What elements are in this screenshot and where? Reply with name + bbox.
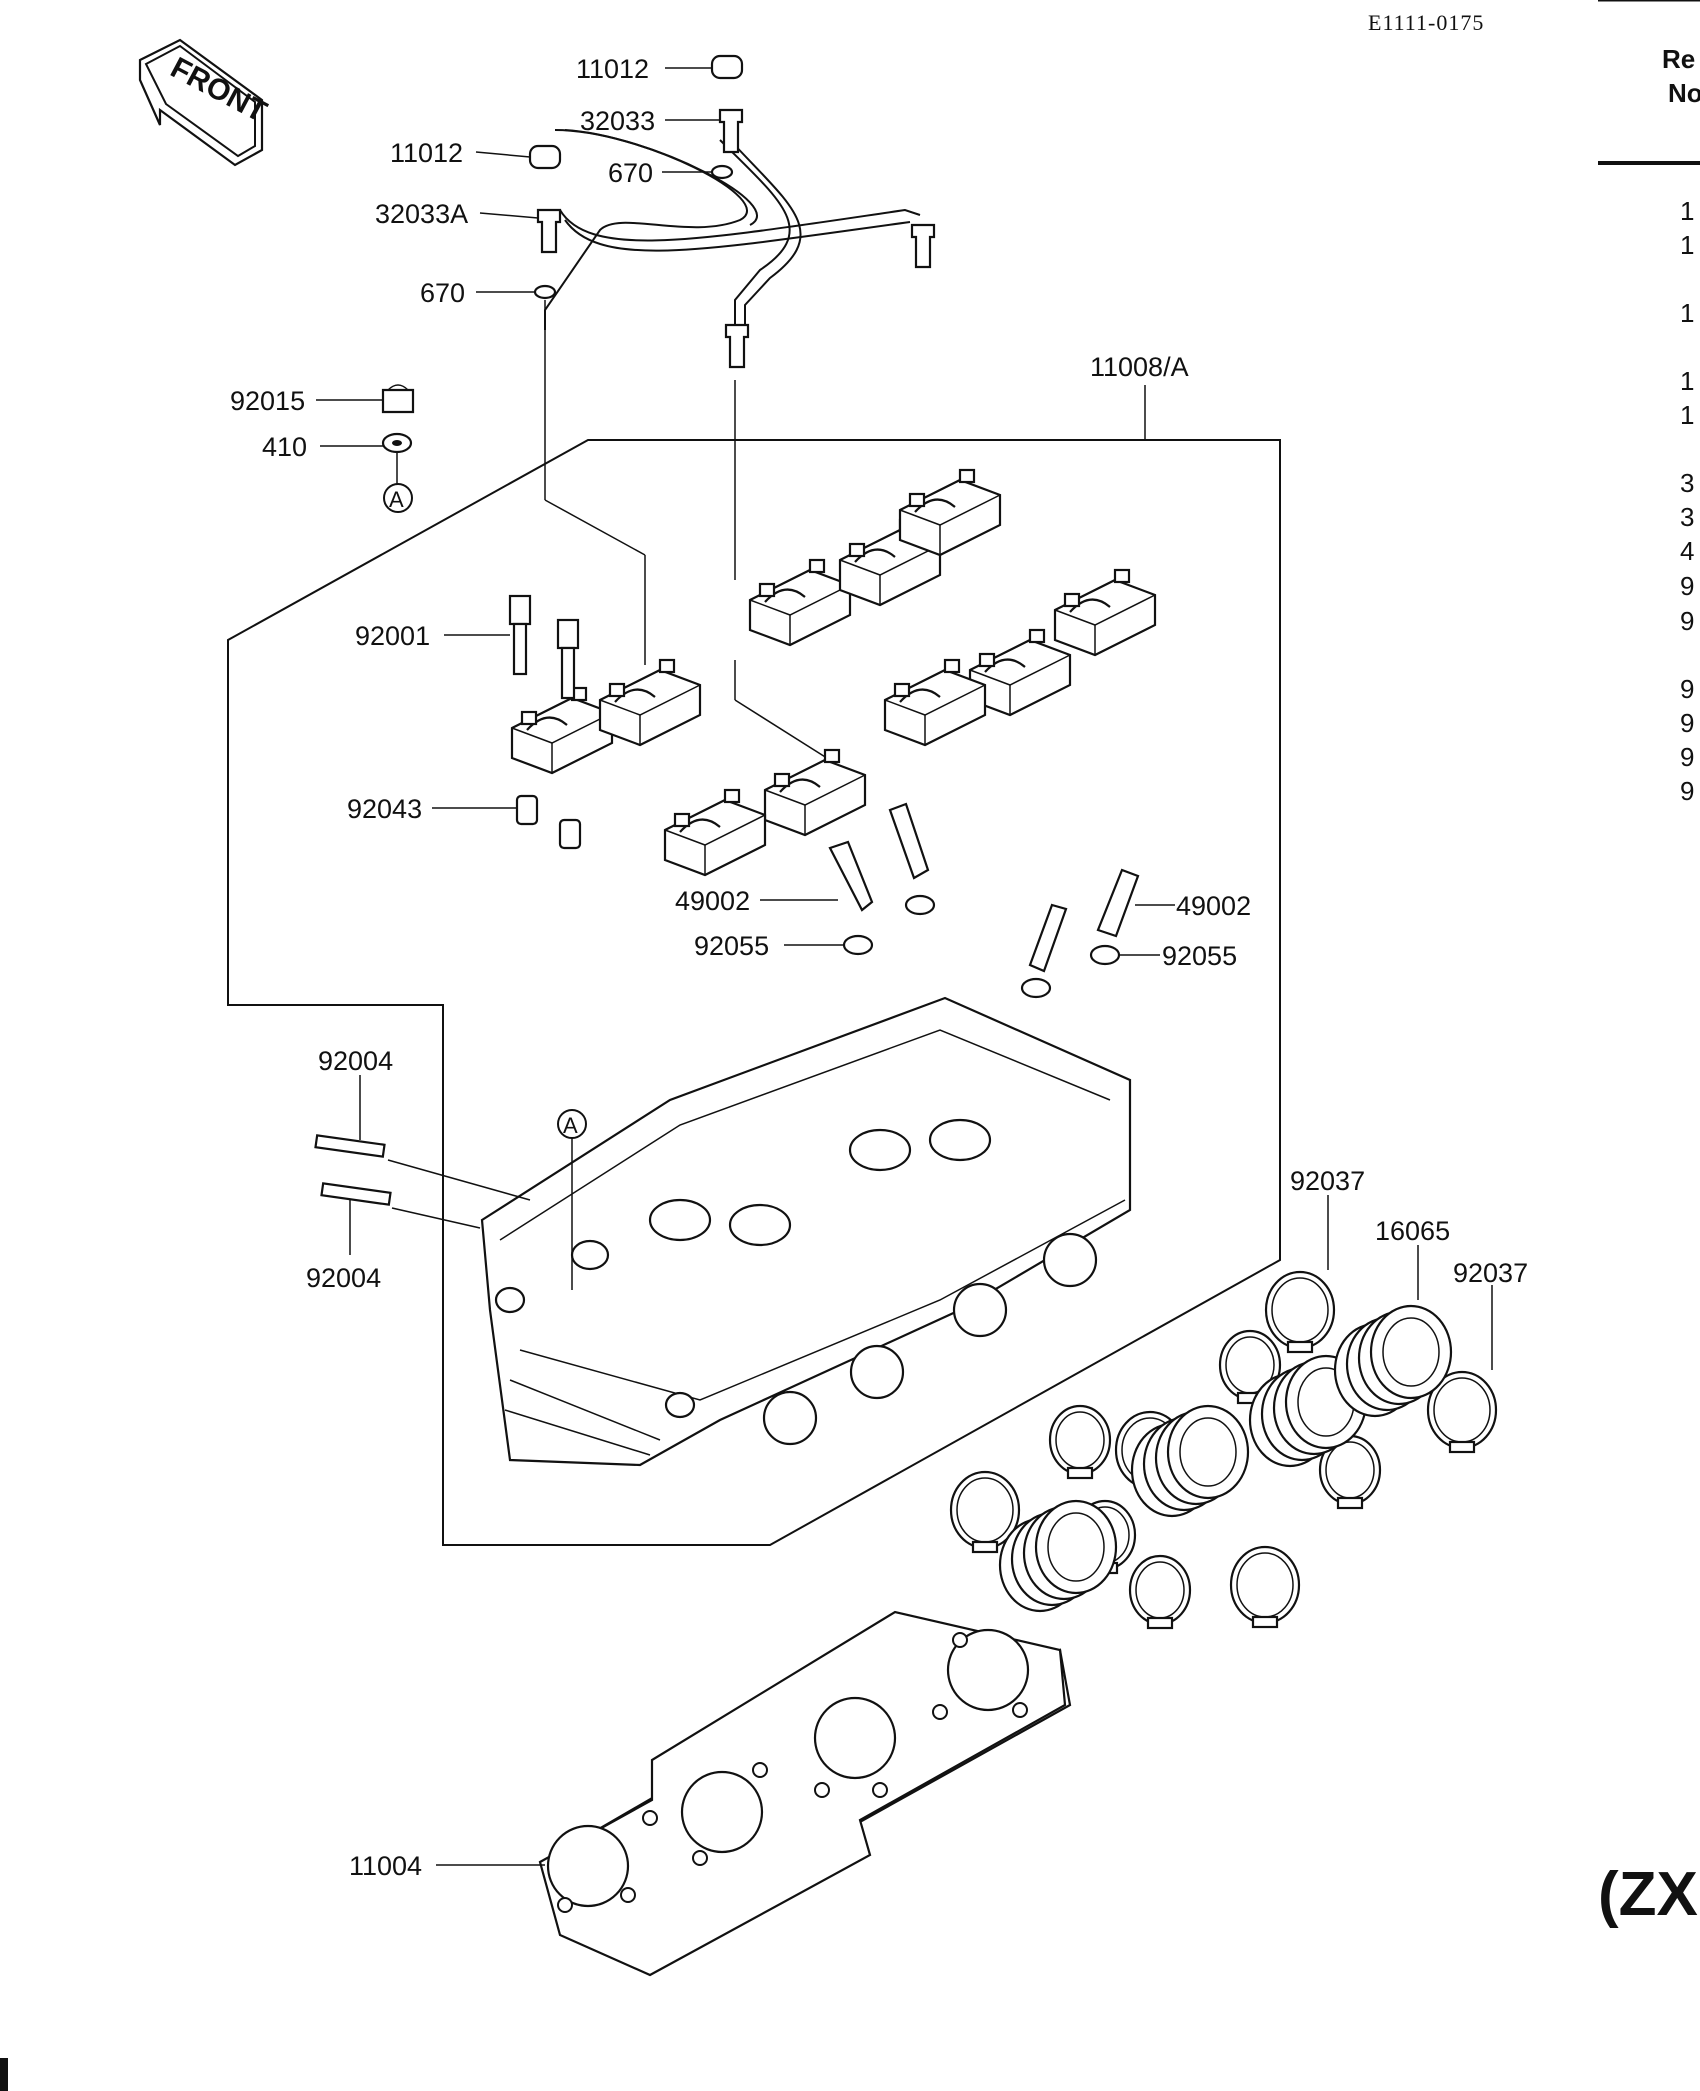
ref-number: 1 — [1680, 366, 1694, 396]
label-92001: 92001 — [355, 621, 430, 651]
clamp-band — [949, 1470, 1021, 1554]
cap-nut-92015 — [381, 384, 415, 414]
washer-670-top — [710, 164, 734, 180]
page-edge-mark — [0, 2058, 8, 2091]
label-92004-bottom: 92004 — [306, 1263, 381, 1293]
head-gasket-11004 — [538, 1610, 1072, 1977]
ref-number: 1 — [1680, 196, 1694, 226]
front-arrow-icon: FRONT — [138, 38, 272, 167]
dowel-pin-92043-a — [515, 794, 539, 826]
label-49002-right: 49002 — [1176, 891, 1251, 921]
label-32033: 32033 — [580, 106, 655, 136]
label-92043: 92043 — [347, 794, 422, 824]
oil-pipe-assembly — [536, 108, 936, 369]
ref-number: 9 — [1680, 776, 1694, 806]
clamp-band — [1048, 1404, 1112, 1480]
clamp-band — [1128, 1554, 1192, 1630]
label-670-top: 670 — [608, 158, 653, 188]
o-rings-92055 — [842, 894, 1121, 999]
carburetor-holder — [1333, 1304, 1453, 1418]
ref-number: 1 — [1680, 230, 1694, 260]
label-92037-left: 92037 — [1290, 1166, 1365, 1196]
part-labels: 11012 32033 11012 670 32033A 670 11008/A… — [230, 54, 1528, 1881]
ref-number: 9 — [1680, 674, 1694, 704]
camshaft-cap — [1053, 568, 1157, 657]
reference-a-top: A — [383, 483, 413, 513]
oil-jets-49002 — [828, 802, 1140, 973]
carburetor-holder — [1130, 1404, 1250, 1518]
diagram-code: E1111-0175 — [1368, 10, 1484, 35]
cylinder-head — [480, 996, 1132, 1467]
label-11008A: 11008/A — [1090, 352, 1189, 382]
ref-number: 3 — [1680, 502, 1694, 532]
clamp-band — [1426, 1370, 1498, 1454]
clamp-band — [1229, 1545, 1301, 1629]
camshaft-cap — [883, 658, 987, 747]
right-reference-panel: Re No 1 1 1 1 1 3 3 4 9 9 9 9 9 9 (ZX — [1598, 0, 1700, 1929]
ref-number: 3 — [1680, 468, 1694, 498]
label-49002-left: 49002 — [675, 886, 750, 916]
stud-92004-top — [314, 1134, 386, 1158]
camshaft-cap — [748, 558, 852, 647]
ref-header-2: No — [1668, 78, 1700, 108]
stud-92004-bottom — [320, 1182, 392, 1206]
camshaft-cap — [598, 658, 702, 747]
dowel-pin-92043-b — [558, 818, 582, 850]
label-92037-right: 92037 — [1453, 1258, 1528, 1288]
camshaft-cap-group-outline — [227, 439, 1281, 1546]
ref-number: 1 — [1680, 400, 1694, 430]
bolt-92001-a — [508, 594, 532, 676]
label-11012-left: 11012 — [390, 138, 463, 168]
label-11012-top: 11012 — [576, 54, 649, 84]
svg-text:A: A — [563, 1113, 578, 1138]
label-92004-top: 92004 — [318, 1046, 393, 1076]
camshaft-cap — [663, 788, 767, 877]
label-410: 410 — [262, 432, 307, 462]
ref-number: 9 — [1680, 606, 1694, 636]
label-92015: 92015 — [230, 386, 305, 416]
ref-header-1: Re — [1662, 44, 1695, 74]
intake-clamps-holders — [949, 1270, 1498, 1630]
camshaft-cap — [510, 686, 614, 775]
label-16065: 16065 — [1375, 1216, 1450, 1246]
reference-a-head: A — [557, 1109, 587, 1139]
cap-plug-11012-left — [528, 144, 562, 170]
ref-number: 9 — [1680, 742, 1694, 772]
washer-410 — [381, 432, 413, 454]
clamp-band — [1218, 1329, 1282, 1405]
cap-plug-11012-top — [710, 54, 744, 80]
clamp-band — [1264, 1270, 1336, 1354]
svg-text:A: A — [389, 487, 404, 512]
ref-number: 9 — [1680, 571, 1694, 601]
label-92055-left: 92055 — [694, 931, 769, 961]
label-11004: 11004 — [349, 1851, 422, 1881]
label-32033A: 32033A — [375, 199, 468, 229]
camshaft-cap — [898, 468, 1002, 557]
ref-number: 9 — [1680, 708, 1694, 738]
carburetor-holder — [998, 1499, 1118, 1613]
camshaft-cap — [763, 748, 867, 837]
bolt-92001-b — [556, 618, 580, 700]
camshaft-caps — [510, 468, 1157, 877]
washer-670-left — [533, 284, 557, 300]
camshaft-cap — [838, 518, 942, 607]
clamp-band — [1318, 1434, 1382, 1510]
ref-number: 1 — [1680, 298, 1694, 328]
ref-number: 4 — [1680, 536, 1694, 566]
label-670-left: 670 — [420, 278, 465, 308]
label-92055-right: 92055 — [1162, 941, 1237, 971]
model-code: (ZX — [1598, 1860, 1698, 1929]
